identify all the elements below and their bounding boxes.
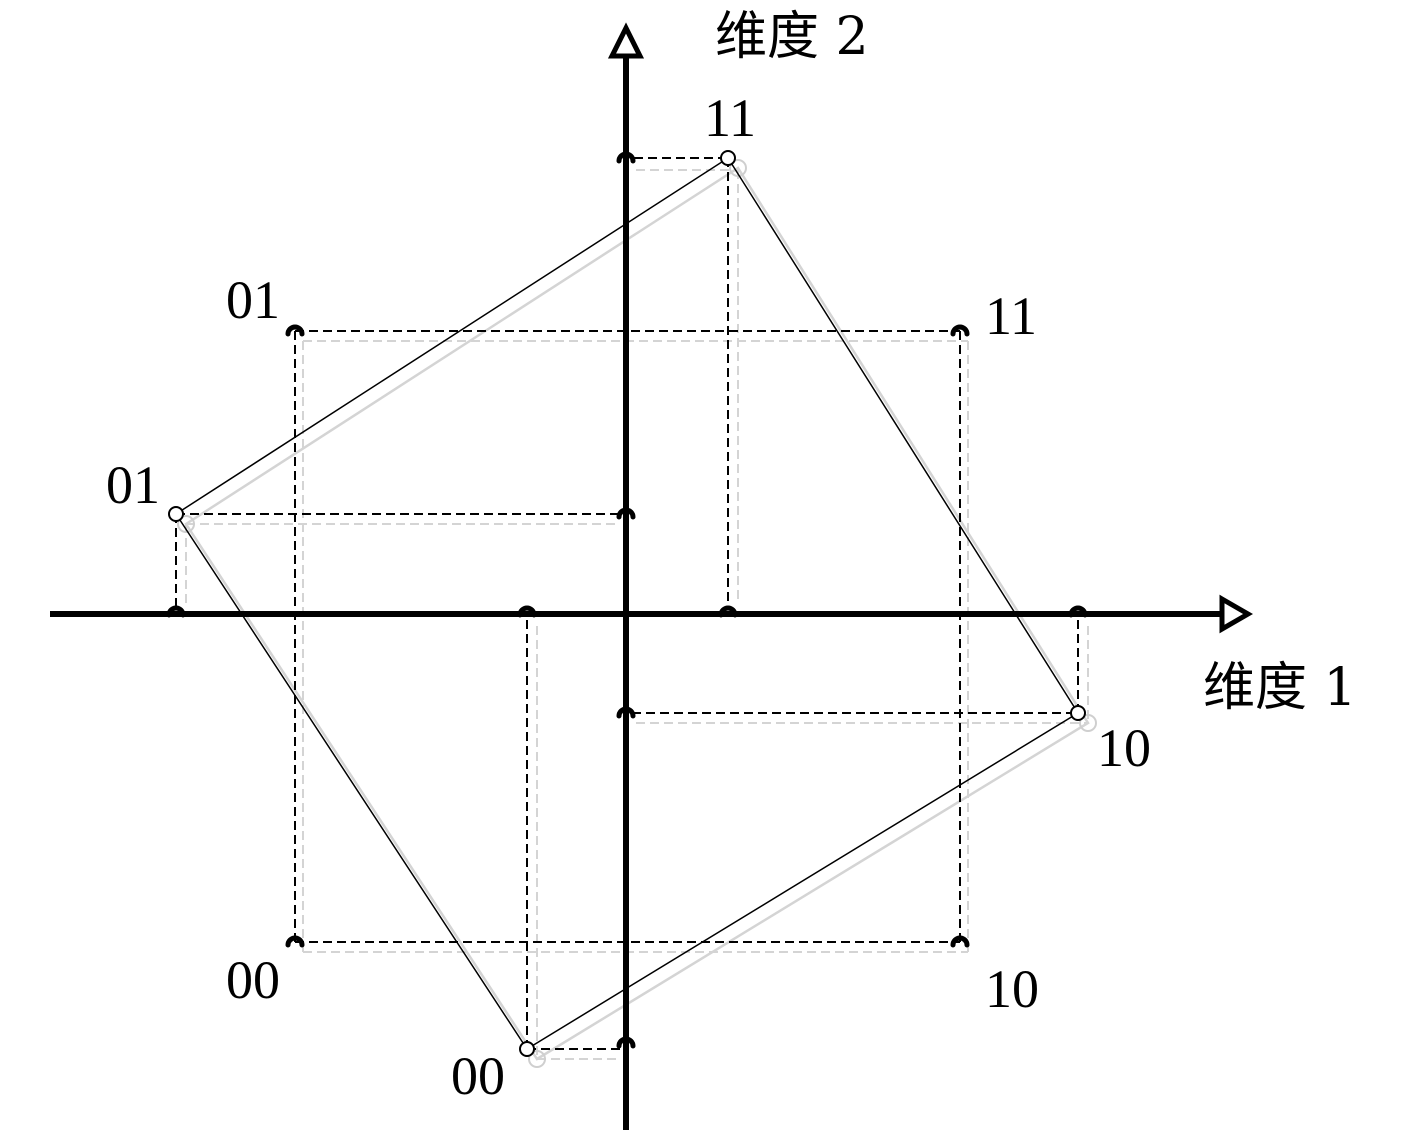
y-axis-tick-00 [616, 1036, 636, 1049]
square-label-bottom-right: 10 [985, 959, 1039, 1019]
point-rotated-00 [519, 1041, 535, 1057]
point-shadow-01 [177, 515, 195, 533]
point-rotated-11 [720, 150, 736, 166]
point-shadow-10 [1079, 714, 1097, 732]
x-axis-label: 维度 1 [1203, 658, 1357, 718]
square-corner-mark-11 [950, 324, 970, 337]
projection-lines [175, 157, 1079, 1050]
axes [50, 22, 1254, 1130]
point-rotated-01 [168, 506, 184, 522]
square-label-top-right: 11 [985, 286, 1037, 346]
rotated-label-top: 11 [704, 88, 756, 148]
point-shadow-00 [528, 1050, 546, 1068]
rotated-label-bottom: 00 [451, 1046, 505, 1106]
x-axis-tick-00 [517, 605, 537, 618]
rotated-label-left: 01 [106, 455, 160, 515]
point-rotated-10 [1070, 705, 1086, 721]
x-axis-tick-01 [166, 605, 186, 618]
x-axis-tick-11 [718, 605, 738, 618]
shadow-layer [177, 159, 1097, 1068]
labels: 维度 2 维度 1 01 11 00 10 11 10 00 01 [106, 7, 1357, 1106]
y-axis-tick-11 [616, 151, 636, 164]
x-axis-tick-10 [1068, 605, 1088, 618]
square-label-top-left: 01 [226, 270, 280, 330]
square-constellation [285, 324, 970, 948]
square-label-bottom-left: 00 [226, 950, 280, 1010]
point-shadow-11 [729, 159, 747, 177]
rotated-points [168, 150, 1086, 1057]
y-axis-tick-01 [616, 507, 636, 520]
rotated-label-right: 10 [1097, 718, 1151, 778]
square-corner-mark-10 [950, 935, 970, 948]
y-axis-label: 维度 2 [715, 7, 869, 67]
y-axis-arrow [607, 22, 645, 59]
square-corner-mark-00 [285, 935, 305, 948]
square-corner-mark-01 [285, 324, 305, 337]
y-axis-tick-10 [616, 706, 636, 719]
x-axis-arrow [1219, 594, 1254, 634]
